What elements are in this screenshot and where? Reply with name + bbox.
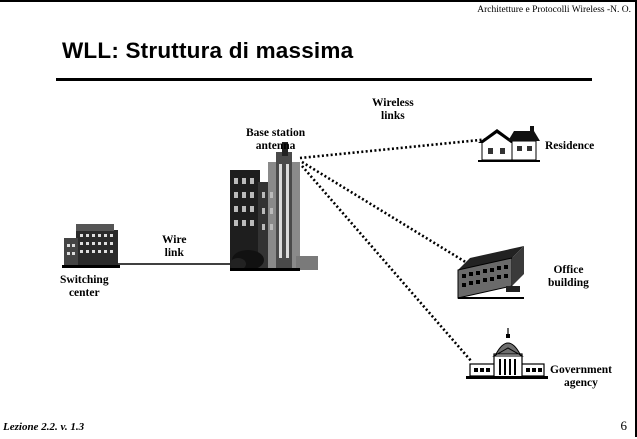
house-icon xyxy=(478,126,540,162)
switching-center-label-line1: Switching xyxy=(60,274,109,286)
wireless-links-label-line1: Wireless xyxy=(372,97,414,109)
office-building-label-line2: building xyxy=(548,277,589,289)
wireless-link-office xyxy=(301,160,473,268)
base-station-tower-icon xyxy=(230,142,318,271)
wireless-links-label-line2: links xyxy=(381,110,405,122)
government-agency-label-line2: agency xyxy=(564,377,598,389)
switching-center-building-icon xyxy=(62,224,120,268)
switching-center-label-line2: center xyxy=(68,287,100,299)
page-number: 6 xyxy=(620,418,628,433)
wireless-link-government xyxy=(301,165,473,363)
wireless-link-residence xyxy=(299,137,491,160)
base-station-label-line1: Base station xyxy=(246,127,306,139)
office-building-label-line1: Office xyxy=(553,264,584,276)
base-station-label-line2: antenna xyxy=(255,140,296,152)
course-header: Architetture e Protocolli Wireless -N. O… xyxy=(477,5,631,15)
wire-link-label-line2: link xyxy=(164,247,184,259)
wire-link-label: Wire link xyxy=(162,234,187,260)
wireless-links-label: Wireless links xyxy=(372,97,414,123)
base-station-label: Base station antenna xyxy=(246,127,305,153)
office-building-label: Office building xyxy=(548,264,589,290)
government-agency-label: Government agency xyxy=(550,364,612,390)
wire-link-label-line1: Wire xyxy=(162,234,187,246)
office-building-icon xyxy=(457,246,524,299)
government-agency-label-line1: Government xyxy=(550,364,612,376)
residence-label: Residence xyxy=(545,140,595,152)
switching-center-label: Switching center xyxy=(60,274,109,300)
lesson-footer: Lezione 2.2. v. 1.3 xyxy=(3,421,85,433)
title-underline xyxy=(56,78,592,81)
wireless-links xyxy=(299,137,491,363)
slide-title: WLL: Struttura di massima xyxy=(62,38,354,63)
government-building-icon xyxy=(466,328,548,379)
